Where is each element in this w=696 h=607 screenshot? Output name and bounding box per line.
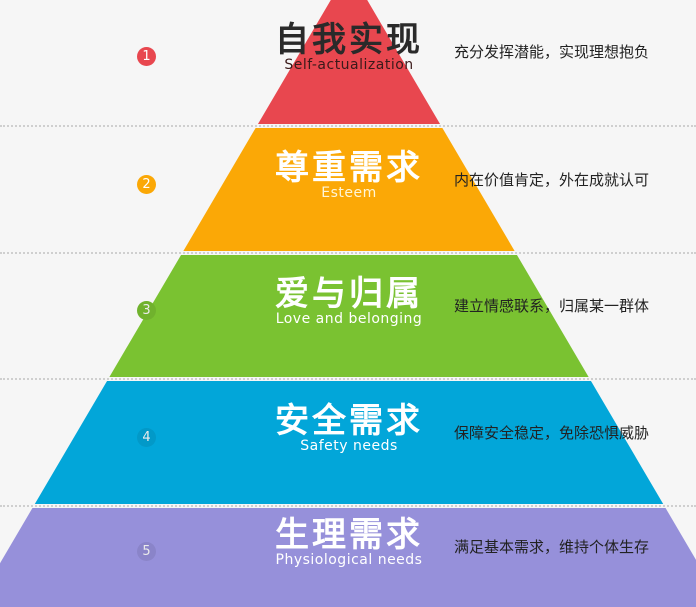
divider-line: [0, 125, 696, 127]
tier-number-badge: 3: [137, 301, 156, 320]
divider-line: [0, 505, 696, 507]
tier-title: 尊重需求: [275, 147, 423, 188]
tier-number-badge: 4: [137, 427, 156, 447]
tier-title: 爱与归属: [275, 274, 423, 314]
tier-description: 满足基本需求，维持个体生存: [454, 538, 650, 556]
tier-description: 保障安全稳定，免除恐惧威胁: [454, 423, 650, 442]
pyramid-tier-2: [183, 128, 515, 251]
tier-subtitle: Safety needs: [300, 437, 398, 454]
divider-line: [0, 378, 696, 380]
tier-subtitle: Self-actualization: [284, 57, 414, 73]
tier-description: 建立情感联系，归属某一群体: [454, 297, 650, 315]
pyramid-tier-4: [34, 381, 664, 504]
tier-subtitle: Esteem: [321, 184, 377, 201]
tier-title: 安全需求: [275, 400, 423, 441]
tier-number-badge: 2: [137, 174, 156, 194]
tier-description: 充分发挥潜能，实现理想抱负: [454, 43, 650, 61]
tier-title: 自我实现: [275, 20, 423, 60]
pyramid-tier-5: [0, 508, 696, 607]
tier-number-badge: 1: [137, 47, 156, 66]
pyramid-tier-3: [109, 255, 589, 377]
tier-description: 内在价值肯定，外在成就认可: [454, 170, 650, 189]
tier-subtitle: Physiological needs: [275, 552, 423, 568]
tier-title: 生理需求: [275, 515, 423, 555]
divider-line: [0, 252, 696, 254]
tier-subtitle: Love and belonging: [275, 311, 423, 327]
tier-number-badge: 5: [137, 542, 156, 561]
pyramid-tier-1: [257, 0, 441, 124]
